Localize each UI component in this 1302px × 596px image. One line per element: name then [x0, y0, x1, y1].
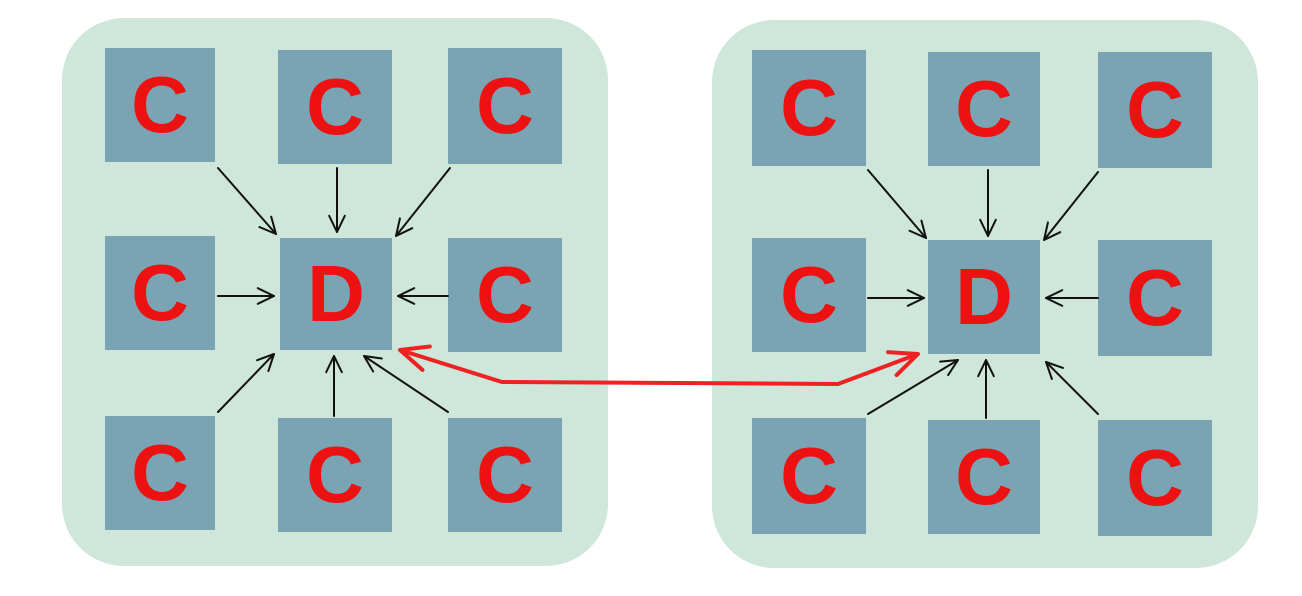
client-node-left-bottom-left: C	[105, 416, 215, 530]
client-node-right-top-left: C	[752, 50, 866, 166]
client-label: C	[1126, 253, 1184, 342]
client-node-left-middle-right: C	[448, 238, 562, 352]
client-node-left-middle-left: C	[105, 236, 215, 350]
client-node-left-bottom-center: C	[278, 418, 392, 532]
client-node-right-bottom-right: C	[1098, 420, 1212, 536]
client-node-left-top-left: C	[105, 48, 215, 162]
client-node-left-top-center: C	[278, 50, 392, 164]
client-label: C	[1126, 65, 1184, 154]
client-node-left-bottom-right: C	[448, 418, 562, 532]
hub-node-left: D	[280, 238, 392, 350]
hub-label: D	[955, 252, 1013, 341]
hub-label: D	[307, 249, 365, 338]
client-node-right-top-right: C	[1098, 52, 1212, 168]
client-label: C	[306, 430, 364, 519]
client-label: C	[476, 430, 534, 519]
client-node-right-bottom-left: C	[752, 418, 866, 534]
client-node-right-bottom-center: C	[928, 420, 1040, 534]
client-label: C	[131, 428, 189, 517]
client-label: C	[780, 431, 838, 520]
client-label: C	[131, 248, 189, 337]
client-label: C	[131, 60, 189, 149]
hub-node-right: D	[928, 240, 1040, 354]
client-node-left-top-right: C	[448, 48, 562, 164]
client-node-right-middle-right: C	[1098, 240, 1212, 356]
client-label: C	[780, 63, 838, 152]
client-label: C	[955, 64, 1013, 153]
client-label: C	[476, 61, 534, 150]
client-label: C	[1126, 433, 1184, 522]
client-label: C	[476, 250, 534, 339]
client-label: C	[306, 62, 364, 151]
client-node-right-middle-left: C	[752, 238, 866, 352]
client-label: C	[955, 432, 1013, 521]
client-node-right-top-center: C	[928, 52, 1040, 166]
client-label: C	[780, 250, 838, 339]
